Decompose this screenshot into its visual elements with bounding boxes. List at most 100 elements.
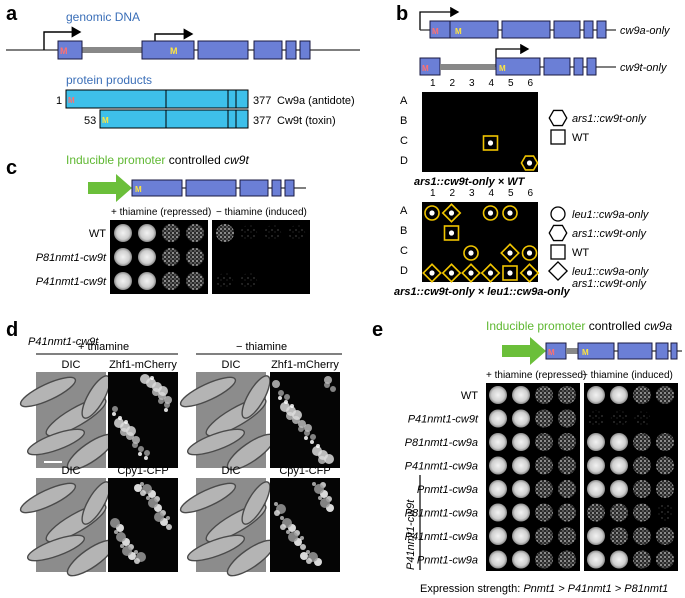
legend-circle: [550, 206, 566, 222]
legend-square: [550, 244, 566, 260]
yeast-spot: [656, 527, 674, 545]
colony: [448, 230, 455, 236]
square-marker: [482, 135, 499, 151]
column-label-4: 4: [489, 188, 495, 199]
panel-label-a: a: [6, 3, 18, 25]
circle-marker: [424, 205, 440, 221]
legend-square: [550, 129, 566, 145]
exon-1: [57, 40, 83, 60]
column-label-3: 3: [469, 78, 475, 89]
cw9a-protein-bar: [65, 89, 249, 109]
circle-marker: [463, 245, 479, 261]
yeast-spot-faint: [216, 272, 234, 290]
e-row-label: Pnmt1-cw9a: [417, 555, 478, 567]
colony: [448, 210, 455, 216]
column-label-2: 2: [450, 78, 456, 89]
yeast-spot: [558, 527, 576, 545]
column-label-1: 1: [430, 188, 436, 199]
yeast-spot: [633, 433, 651, 451]
panel-label-c: c: [6, 157, 17, 179]
yeast-spot: [489, 409, 507, 428]
row-label-D: D: [400, 155, 408, 167]
dic-image-r1-c3: [179, 372, 276, 471]
d-minus-thiamine: − thiamine: [236, 341, 287, 353]
legend-item-0: ars1::cw9t-only: [548, 109, 647, 127]
yeast-spot: [489, 433, 507, 451]
diamond-marker: [480, 263, 501, 283]
row-label-A: A: [400, 205, 408, 217]
c-title: Inducible promoter controlled cw9t: [66, 153, 249, 167]
legend-text: WT: [572, 247, 589, 259]
panel-d: d P41nmt1-cw9t + thiamine − thiamine DIC…: [6, 319, 342, 577]
d-tile-label: Cpy1-CFP: [117, 465, 168, 477]
yeast-spot-faint: [240, 272, 258, 290]
d-tile-label: DIC: [62, 465, 81, 477]
yeast-spot: [656, 456, 674, 475]
dic-image-r2-c1: [19, 478, 116, 577]
legend-item-1: WT: [550, 129, 589, 145]
legend-hexagon: [548, 224, 568, 242]
yeast-spot: [610, 386, 628, 404]
yeast-spot: [558, 456, 576, 475]
dic-image-r2-c3: [179, 478, 276, 577]
legend-hexagon: [548, 109, 568, 127]
e-promoter-text: Inducible promoter: [486, 319, 585, 333]
row-label-C: C: [400, 245, 408, 257]
m-marker-2: M: [170, 46, 178, 56]
colony: [429, 270, 435, 276]
d-tile-label: DIC: [222, 465, 241, 477]
legend-text-2: ars1::cw9t-only: [572, 278, 647, 290]
yeast-spot: [633, 386, 651, 404]
yeast-spot: [162, 224, 180, 242]
legend-item-1: ars1::cw9t-only: [548, 224, 647, 242]
cw9a-m-marker: M: [68, 96, 75, 105]
yeast-spot: [610, 527, 628, 545]
legend-text: ars1::cw9t-only: [572, 228, 647, 240]
e-row-label: P41nmt1-cw9a: [405, 531, 478, 543]
hexagon-marker: [520, 155, 539, 171]
legend-text: leu1::cw9a-only: [572, 266, 650, 278]
colony: [526, 160, 533, 166]
panel-e: e Inducible promoter controlled cw9a M M…: [372, 319, 682, 595]
b-m-marker-4: M: [499, 64, 506, 73]
yeast-spot: [512, 409, 530, 428]
yeast-spot-faint: [610, 410, 628, 427]
e-expression-order: Pnmt1 > P41nmt1 > P81nmt1: [523, 583, 668, 595]
colony: [526, 270, 533, 276]
d-tile-label: Zhf1-mCherry: [271, 359, 339, 371]
yeast-spot: [558, 386, 576, 404]
yeast-spot: [558, 409, 576, 428]
cw9a-start: 1: [56, 95, 62, 107]
column-label-5: 5: [508, 78, 514, 89]
yeast-spot: [610, 456, 628, 475]
fluor-image-r1-c2: [108, 372, 178, 468]
d-strain: P41nmt1-cw9t: [28, 336, 99, 348]
yeast-spot: [633, 503, 651, 522]
c-m-marker: M: [135, 185, 142, 194]
c-gene-text: cw9t: [224, 153, 249, 167]
e-row-label: WT: [461, 390, 478, 402]
yeast-spot: [114, 224, 132, 242]
colony: [507, 250, 513, 256]
cross-1-label: ars1::cw9t-only × WT: [414, 176, 526, 188]
circle-marker: [502, 205, 518, 221]
e-row-label: P41nmt1-cw9t: [408, 414, 479, 426]
square-marker: [443, 225, 460, 241]
dic-image-r1-c1: [19, 372, 116, 471]
column-label-3: 3: [469, 188, 475, 199]
cw9a-name: Cw9a (antidote): [277, 95, 355, 107]
exon-6: [299, 40, 311, 60]
colony: [487, 270, 494, 276]
d-tile-label: DIC: [62, 359, 81, 371]
e-row-label: P81nmt1-cw9a: [405, 508, 478, 520]
circle-marker: [482, 205, 499, 221]
row-label-B: B: [400, 225, 407, 237]
e-m-marker-1: M: [548, 348, 555, 357]
yeast-spot-faint: [633, 410, 651, 427]
legend-text: WT: [572, 132, 589, 144]
e-minus-header: − thiamine (induced): [582, 370, 673, 381]
cross-2-label: ars1::cw9t-only × leu1::cw9a-only: [394, 286, 571, 298]
